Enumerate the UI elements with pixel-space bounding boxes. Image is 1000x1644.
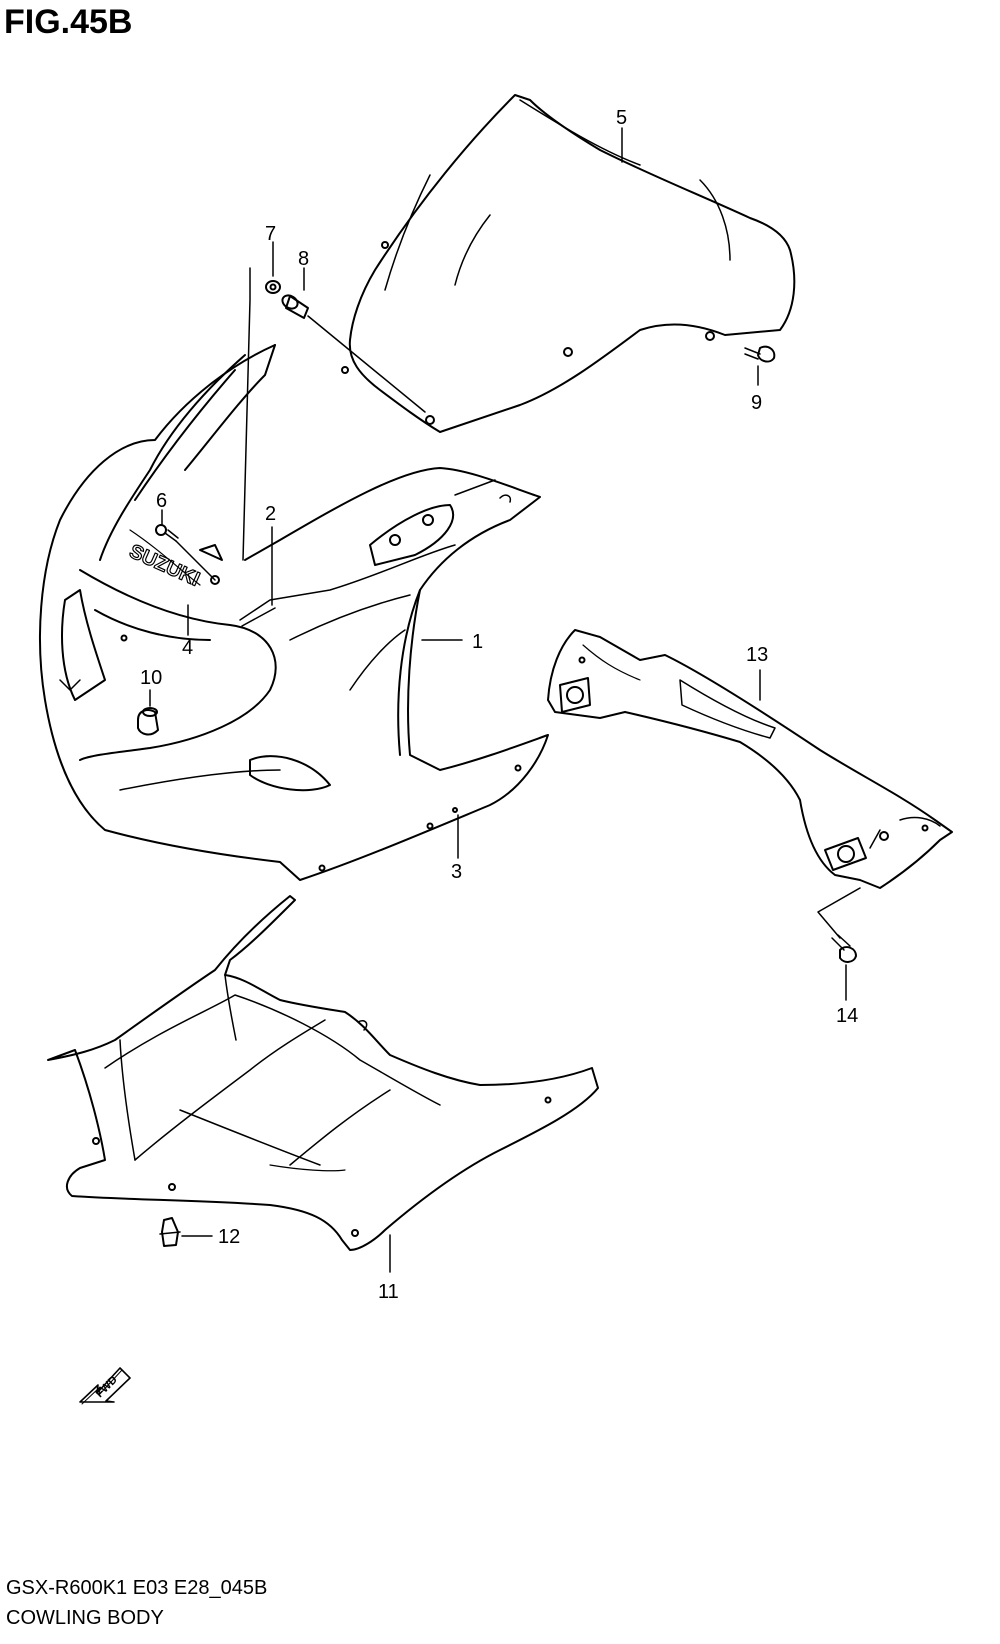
part-upper-cowling[interactable]	[39, 344, 549, 881]
figure-title: FIG.45B	[4, 3, 133, 41]
callout-14: 14	[836, 1005, 858, 1027]
part-under-cowling-11[interactable]	[47, 895, 599, 1273]
callout-11: 11	[378, 1281, 399, 1303]
callout-4: 4	[182, 637, 193, 659]
part-screw-6[interactable]	[155, 509, 220, 585]
part-windscreen[interactable]	[341, 94, 796, 433]
suzuki-emblem: SUZUKI	[126, 540, 203, 590]
part-bolt-8[interactable]	[280, 267, 426, 413]
part-clip-12[interactable]	[159, 1217, 213, 1247]
callout-1: 1	[472, 631, 483, 653]
part-strip-2[interactable]	[239, 526, 456, 627]
part-screw-14[interactable]	[831, 934, 857, 1001]
callout-6: 6	[156, 490, 167, 512]
callout-9: 9	[751, 392, 762, 414]
callout-10: 10	[140, 667, 162, 689]
callout-2: 2	[265, 503, 276, 525]
fwd-arrow-icon: FWD	[79, 1367, 131, 1405]
callout-3: 3	[451, 861, 462, 883]
part-inner-panel-13[interactable]	[547, 629, 953, 939]
callout-12: 12	[218, 1226, 240, 1248]
section-name: COWLING BODY	[6, 1607, 164, 1629]
part-screw-9[interactable]	[744, 345, 776, 386]
part-grommet-10[interactable]	[137, 689, 159, 736]
callout-5: 5	[616, 107, 627, 129]
callout-8: 8	[298, 248, 309, 270]
part-washer-7[interactable]	[242, 241, 281, 561]
model-code: GSX-R600K1 E03 E28_045B	[6, 1577, 268, 1599]
callout-7: 7	[265, 223, 276, 245]
callout-13: 13	[746, 644, 768, 666]
